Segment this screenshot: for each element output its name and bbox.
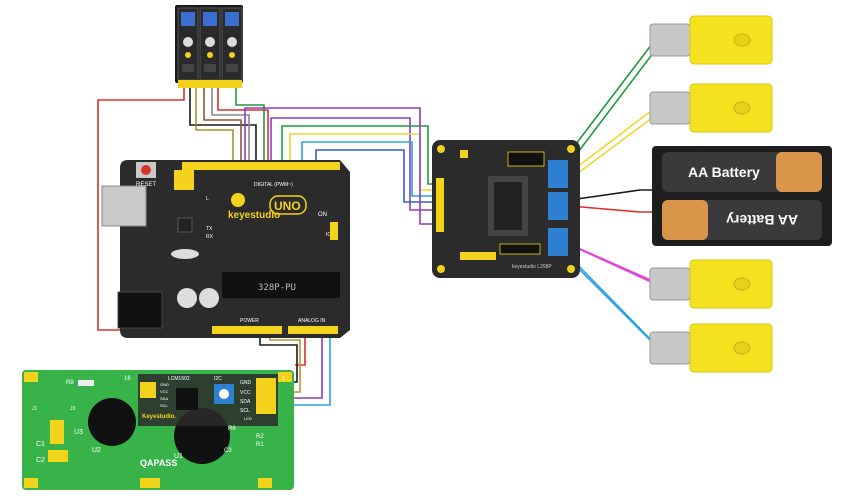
lcd-j1: J1 bbox=[32, 406, 38, 412]
capacitor-2 bbox=[199, 288, 219, 308]
wire-green-m1b bbox=[565, 43, 661, 169]
terminal-block-1 bbox=[548, 160, 568, 188]
wire-cyan-m4b bbox=[565, 252, 661, 350]
wire-brown-signal bbox=[203, 88, 242, 165]
lcd-scl2: SCL bbox=[240, 408, 250, 414]
battery-pack: AA Battery AA Battery bbox=[652, 146, 832, 246]
power-header bbox=[212, 326, 282, 334]
sensor-1 bbox=[177, 7, 199, 81]
wire-lcd-olive bbox=[269, 335, 301, 393]
reset-label: RESET bbox=[136, 182, 156, 188]
u2-blob bbox=[88, 398, 136, 446]
wire-lcd-purple bbox=[285, 335, 323, 399]
analog-label: ANALOG IN bbox=[298, 318, 326, 324]
lcd-j3: J3 bbox=[70, 406, 76, 412]
lcd-sda2: SDA bbox=[240, 399, 251, 405]
wire-blue-1 bbox=[315, 149, 440, 203]
wire-battery-red bbox=[569, 205, 655, 213]
lcd-u2: U2 bbox=[92, 447, 101, 454]
wire-battery-black bbox=[569, 189, 655, 201]
motor-1 bbox=[649, 15, 773, 65]
lcd-i2c: I2C bbox=[214, 376, 222, 382]
wire-green-sensor bbox=[235, 88, 265, 165]
battery-bottom-label: AA Battery bbox=[726, 212, 798, 228]
motor-driver: keyestudio L298P bbox=[432, 140, 580, 278]
i2c-header bbox=[256, 378, 276, 414]
arduino-board: RESET keyestudio UNO DIGITAL (PWM~) ON I… bbox=[101, 160, 350, 338]
lcd-c1: C1 bbox=[36, 441, 45, 448]
lcd-r6: R6 bbox=[228, 426, 236, 432]
lcd-pin16: 16 bbox=[124, 376, 131, 382]
tx-label: TX bbox=[206, 226, 213, 232]
motor-4 bbox=[649, 323, 773, 373]
model-label: UNO bbox=[274, 199, 301, 213]
wire-olive-signal bbox=[195, 88, 234, 165]
main-chip bbox=[222, 272, 340, 298]
lcd-pin1: 1 bbox=[282, 376, 286, 382]
wire-red-sensor bbox=[217, 88, 269, 165]
usb-port bbox=[101, 185, 147, 227]
lcd-qapass: QAPASS bbox=[140, 458, 177, 468]
wire-yellow-m2b bbox=[565, 111, 661, 183]
wire-purple-2 bbox=[244, 107, 440, 225]
power-label: POWER bbox=[240, 318, 259, 324]
on-label: ON bbox=[318, 212, 327, 218]
line-sensors bbox=[175, 5, 243, 88]
lcd-c2: C2 bbox=[36, 457, 45, 464]
wire-black-gnd bbox=[189, 88, 257, 165]
digital-header bbox=[182, 162, 340, 170]
wire-lcd-cyan bbox=[285, 335, 331, 406]
i2c-backpack bbox=[138, 374, 278, 426]
terminal-block-2 bbox=[548, 192, 568, 220]
lcd-module: 16 1 LCM1602 I2C Keyestudio. GND VCC SDA… bbox=[22, 370, 294, 490]
lcd-r1: R1 bbox=[256, 442, 264, 448]
wire-gray-signal bbox=[211, 88, 250, 165]
brand-label: keyestudio bbox=[228, 210, 280, 221]
digital-label: DIGITAL (PWM~) bbox=[254, 182, 293, 188]
power-jack bbox=[117, 291, 163, 329]
lcd-model: LCM1602 bbox=[168, 376, 190, 382]
lcd-u1: U1 bbox=[174, 453, 183, 460]
battery-top-label: AA Battery bbox=[688, 164, 760, 180]
lcd-sda: SDA bbox=[160, 396, 169, 401]
wires bbox=[97, 39, 661, 406]
l-label: L bbox=[206, 196, 209, 202]
lcd-scl: SCL bbox=[160, 403, 169, 408]
lcd-vcc: VCC bbox=[160, 389, 169, 394]
sensor-2 bbox=[199, 7, 221, 81]
wire-red-vcc bbox=[97, 88, 306, 366]
lcd-gnd2: GND bbox=[240, 380, 252, 386]
lcd-brand: Keyestudio. bbox=[142, 414, 176, 420]
driver-label: keyestudio L298P bbox=[512, 264, 552, 270]
rx-label: RX bbox=[206, 234, 214, 240]
sensor-3 bbox=[221, 7, 243, 81]
motor-2 bbox=[649, 83, 773, 133]
lcd-r2: R2 bbox=[256, 434, 264, 440]
driver-input-header bbox=[436, 178, 444, 232]
wire-cyan-1 bbox=[301, 141, 440, 197]
lcd-vcc2: VCC bbox=[240, 390, 251, 396]
lcd-gnd: GND bbox=[160, 382, 169, 387]
motor-3 bbox=[649, 259, 773, 309]
analog-header bbox=[288, 326, 338, 334]
lcd-led: LED bbox=[244, 416, 252, 421]
lcd-r8: R8 bbox=[66, 380, 74, 386]
chip-label: 328P-PU bbox=[258, 283, 296, 293]
wire-magenta-m3b bbox=[565, 242, 661, 287]
terminal-block-3 bbox=[548, 228, 568, 256]
lcd-c3: C3 bbox=[224, 448, 232, 454]
capacitor-1 bbox=[177, 288, 197, 308]
lcd-u3: U3 bbox=[74, 429, 83, 436]
